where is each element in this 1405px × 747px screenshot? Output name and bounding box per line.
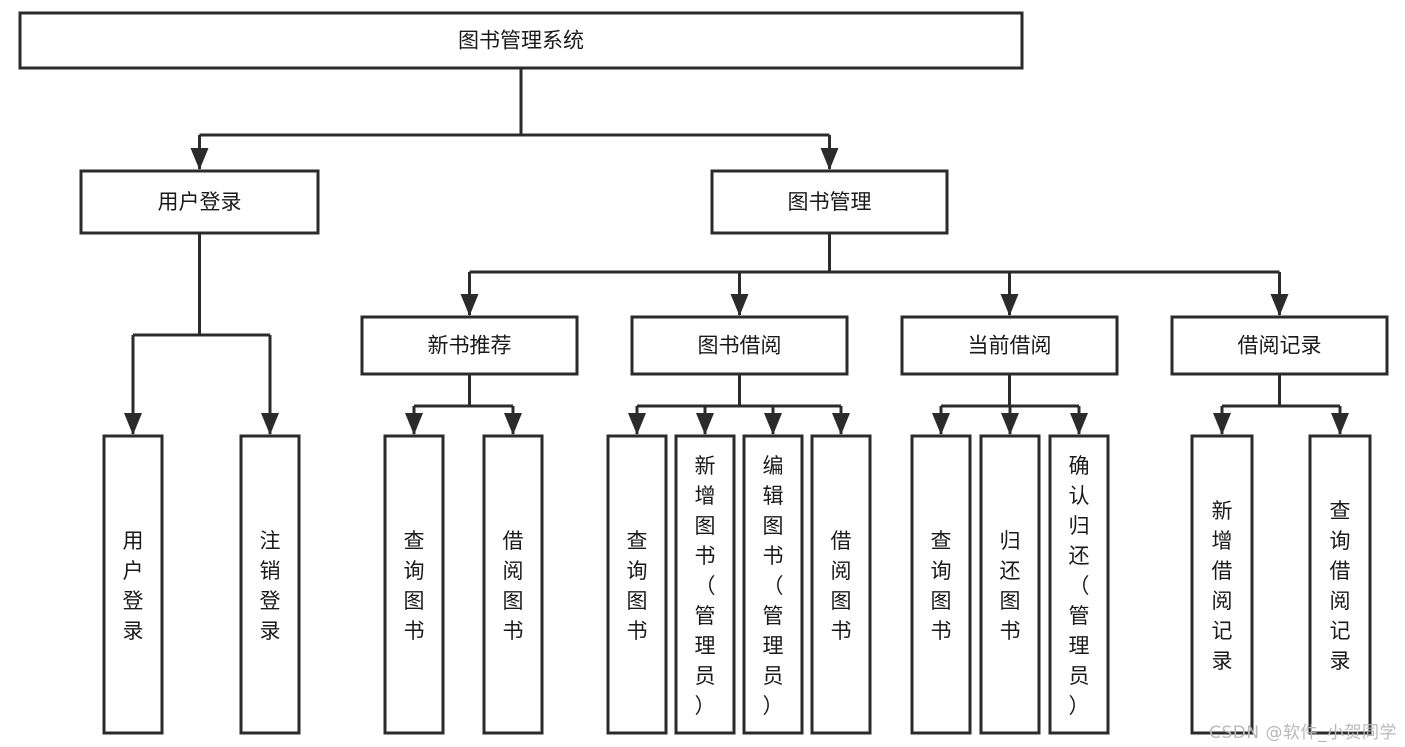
node-label-current-return-book: 归还图书: [1000, 529, 1021, 643]
node-label-book-borrow: 图书借阅: [698, 334, 782, 358]
arrow-head-icon-current-query-book: [932, 413, 950, 435]
node-label-borrow-records: 借阅记录: [1238, 334, 1322, 358]
arrow-head-icon-borrow-query-book: [628, 413, 646, 435]
node-box-user-login-do: [102, 434, 164, 735]
node-book-manage[interactable]: 图书管理: [710, 169, 949, 235]
node-record-add[interactable]: 新增借阅记录: [1190, 434, 1254, 735]
node-layer: 图书管理系统用户登录图书管理用户登录注销登录新书推荐查询图书借阅图书图书借阅查询…: [18, 11, 1389, 735]
node-label-current-borrow: 当前借阅: [968, 334, 1052, 358]
node-label-user-login: 用户登录: [158, 190, 242, 214]
arrow-head-icon-borrow-edit-book: [764, 413, 782, 435]
node-box-record-add: [1190, 434, 1254, 735]
arrow-head-icon-borrow-borrow-book: [832, 413, 850, 435]
node-new-book-recommend[interactable]: 新书推荐: [360, 315, 579, 376]
node-book-borrow[interactable]: 图书借阅: [630, 315, 849, 376]
node-borrow-query-book[interactable]: 查询图书: [606, 434, 668, 735]
node-borrow-records[interactable]: 借阅记录: [1170, 315, 1389, 376]
node-borrow-borrow-book[interactable]: 借阅图书: [810, 434, 872, 735]
node-box-book-manage: [710, 169, 949, 235]
node-box-borrow-records: [1170, 315, 1389, 376]
node-user-login[interactable]: 用户登录: [79, 169, 320, 235]
node-label-borrow-borrow-book: 借阅图书: [831, 529, 852, 643]
node-label-new-book-recommend: 新书推荐: [428, 334, 512, 358]
node-label-record-query: 查询借阅记录: [1330, 499, 1351, 673]
node-label-borrow-add-book: 新增图书（管理员）: [695, 454, 716, 718]
node-label-borrow-edit-book: 编辑图书（管理员）: [763, 454, 784, 718]
node-current-return-book[interactable]: 归还图书: [979, 434, 1041, 735]
arrow-head-icon-user-logout: [261, 413, 279, 435]
node-label-current-confirm-return: 确认归还（管理员）: [1069, 454, 1090, 718]
arrow-head-icon-current-return-book: [1001, 413, 1019, 435]
arrow-head-icon-borrow-add-book: [696, 413, 714, 435]
node-box-recommend-borrow-book: [482, 434, 544, 735]
node-label-user-logout: 注销登录: [260, 529, 281, 643]
node-box-borrow-query-book: [606, 434, 668, 735]
node-box-new-book-recommend: [360, 315, 579, 376]
arrow-head-icon-book-manage: [820, 148, 839, 170]
arrow-head-icon-book-borrow: [730, 294, 749, 316]
arrow-head-icon-current-confirm-return: [1070, 413, 1088, 435]
node-borrow-edit-book[interactable]: 编辑图书（管理员）: [742, 434, 804, 735]
node-recommend-query-book[interactable]: 查询图书: [383, 434, 445, 735]
node-box-root: [18, 11, 1024, 70]
watermark-text: CSDN @软件_小贺同学: [1209, 723, 1397, 743]
arrow-head-icon-recommend-borrow-book: [504, 413, 522, 435]
node-label-recommend-borrow-book: 借阅图书: [503, 529, 524, 643]
node-box-record-query: [1308, 434, 1372, 735]
connector-layer: [124, 68, 1349, 435]
node-box-user-login: [79, 169, 320, 235]
node-root[interactable]: 图书管理系统: [18, 11, 1024, 70]
node-box-borrow-borrow-book: [810, 434, 872, 735]
node-box-current-borrow: [900, 315, 1119, 376]
arrow-head-icon-recommend-query-book: [405, 413, 423, 435]
node-box-current-confirm-return: [1048, 434, 1110, 735]
node-current-borrow[interactable]: 当前借阅: [900, 315, 1119, 376]
node-label-book-manage: 图书管理: [788, 190, 872, 214]
node-box-borrow-edit-book: [742, 434, 804, 735]
node-user-logout[interactable]: 注销登录: [239, 434, 301, 735]
arrow-head-icon-user-login-do: [124, 413, 142, 435]
node-box-current-query-book: [910, 434, 972, 735]
arrow-head-icon-new-book-recommend: [460, 294, 479, 316]
node-current-confirm-return[interactable]: 确认归还（管理员）: [1048, 434, 1110, 735]
node-borrow-add-book[interactable]: 新增图书（管理员）: [674, 434, 736, 735]
node-label-current-query-book: 查询图书: [931, 529, 952, 643]
node-box-borrow-add-book: [674, 434, 736, 735]
node-box-book-borrow: [630, 315, 849, 376]
node-current-query-book[interactable]: 查询图书: [910, 434, 972, 735]
arrow-head-icon-record-add: [1213, 413, 1231, 435]
node-user-login-do[interactable]: 用户登录: [102, 434, 164, 735]
node-box-user-logout: [239, 434, 301, 735]
node-record-query[interactable]: 查询借阅记录: [1308, 434, 1372, 735]
node-label-borrow-query-book: 查询图书: [627, 529, 648, 643]
node-box-current-return-book: [979, 434, 1041, 735]
node-label-record-add: 新增借阅记录: [1212, 499, 1233, 673]
arrow-head-icon-borrow-records: [1270, 294, 1289, 316]
node-label-user-login-do: 用户登录: [123, 529, 144, 643]
node-recommend-borrow-book[interactable]: 借阅图书: [482, 434, 544, 735]
node-box-recommend-query-book: [383, 434, 445, 735]
node-label-recommend-query-book: 查询图书: [404, 529, 425, 643]
arrow-head-icon-record-query: [1331, 413, 1349, 435]
node-label-root: 图书管理系统: [458, 29, 584, 53]
arrow-head-icon-user-login: [190, 148, 209, 170]
arrow-head-icon-current-borrow: [1000, 294, 1019, 316]
